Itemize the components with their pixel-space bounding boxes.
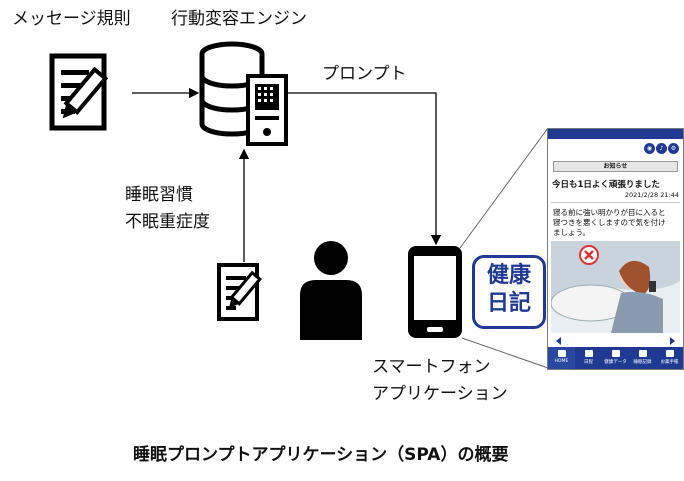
- prev-arrow-icon: [556, 337, 561, 346]
- notice-bar[interactable]: お知らせ: [553, 161, 678, 172]
- zoom-line-top: [459, 127, 549, 249]
- message-rules-label: メッセージ規則: [12, 9, 131, 29]
- next-arrow-icon: [670, 337, 675, 346]
- prompt-label: プロンプト: [322, 64, 407, 84]
- arrow-engine-to-phone: [285, 92, 442, 246]
- zoom-line-bottom: [461, 337, 549, 369]
- message-line-1: 寝る前に強い明かりが目に入ると: [553, 208, 666, 217]
- book-icon: [638, 350, 647, 357]
- pager-arrows: [556, 337, 675, 346]
- calendar-icon: [584, 350, 593, 357]
- profile-icon[interactable]: ◉: [644, 143, 655, 154]
- application-label: アプリケーション: [372, 384, 508, 404]
- divider: [551, 202, 680, 203]
- smartphone-label: スマートフォン: [372, 357, 491, 377]
- health-diary-badge: 健康 日記: [472, 255, 546, 329]
- chart-icon: [611, 350, 620, 357]
- status-bar: [548, 129, 683, 139]
- message-line-3: ましょう。: [553, 228, 591, 238]
- app-screenshot: ◉ ♪ ⚙ お知らせ 今日も1日よく頑張りました 2021/2/28 21:44…: [547, 128, 684, 370]
- nav-health-data[interactable]: 健康データ: [602, 347, 629, 369]
- behavior-engine-label: 行動変容エンジン: [171, 9, 307, 29]
- database-server-icon: [199, 41, 288, 146]
- insomnia-severity-label: 不眠重症度: [125, 212, 210, 232]
- message-body: 寝る前に強い明かりが目に入ると 寝つきを悪くしますので気を付け ましょう。: [548, 203, 683, 241]
- message-title: 今日も1日よく頑張りました: [552, 180, 660, 190]
- settings-icon[interactable]: ⚙: [668, 143, 679, 154]
- bell-icon[interactable]: ♪: [656, 143, 667, 154]
- diary-document-icon: [217, 263, 262, 321]
- user-person-icon: [300, 241, 362, 340]
- document-pen-icon: [49, 53, 109, 131]
- nav-home[interactable]: HOME: [548, 347, 575, 369]
- nav-schedule[interactable]: 日程: [575, 347, 602, 369]
- nav-sleep-record[interactable]: 睡眠記録: [629, 347, 656, 369]
- smartphone-icon: [408, 246, 462, 338]
- app-header: ◉ ♪ ⚙: [548, 139, 683, 159]
- badge-line1: 健康: [486, 263, 531, 288]
- message-timestamp: 2021/2/28 21:44: [624, 191, 679, 199]
- home-icon: [557, 350, 566, 357]
- nav-medication[interactable]: お薬手帳: [656, 347, 683, 369]
- badge-line2: 日記: [486, 291, 531, 316]
- sleep-habits-label: 睡眠習慣: [125, 185, 193, 205]
- sleep-illustration: [551, 241, 680, 334]
- message-line-2: 寝つきを悪くしますので気を付け: [553, 218, 666, 228]
- figure-caption: 睡眠プロンプトアプリケーション（SPA）の概要: [133, 445, 509, 465]
- pager: [548, 333, 683, 347]
- pill-icon: [665, 350, 674, 357]
- phone-in-bed-illustration: [551, 241, 680, 334]
- bottom-nav: HOME 日程 健康データ 睡眠記録 お薬手帳: [548, 347, 683, 369]
